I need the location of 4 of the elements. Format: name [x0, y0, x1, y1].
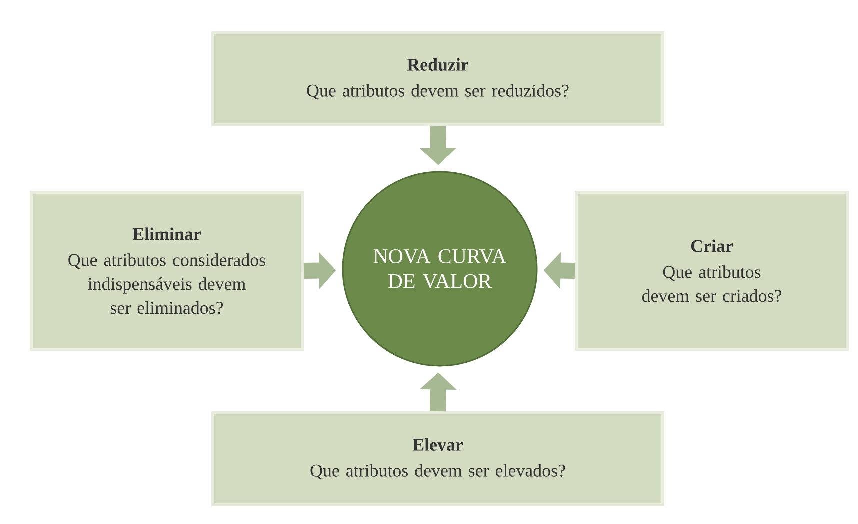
question-box: Elevar Que atributos devem ser elevados? [212, 412, 664, 506]
question-box: Criar Que atributos devem ser criados? [575, 191, 849, 351]
question-box: Eliminar Que atributos considerados indispensáveis devem ser eliminados? [30, 191, 304, 351]
question-box: Reduzir Que atributos devem ser reduzidos? [212, 32, 664, 126]
